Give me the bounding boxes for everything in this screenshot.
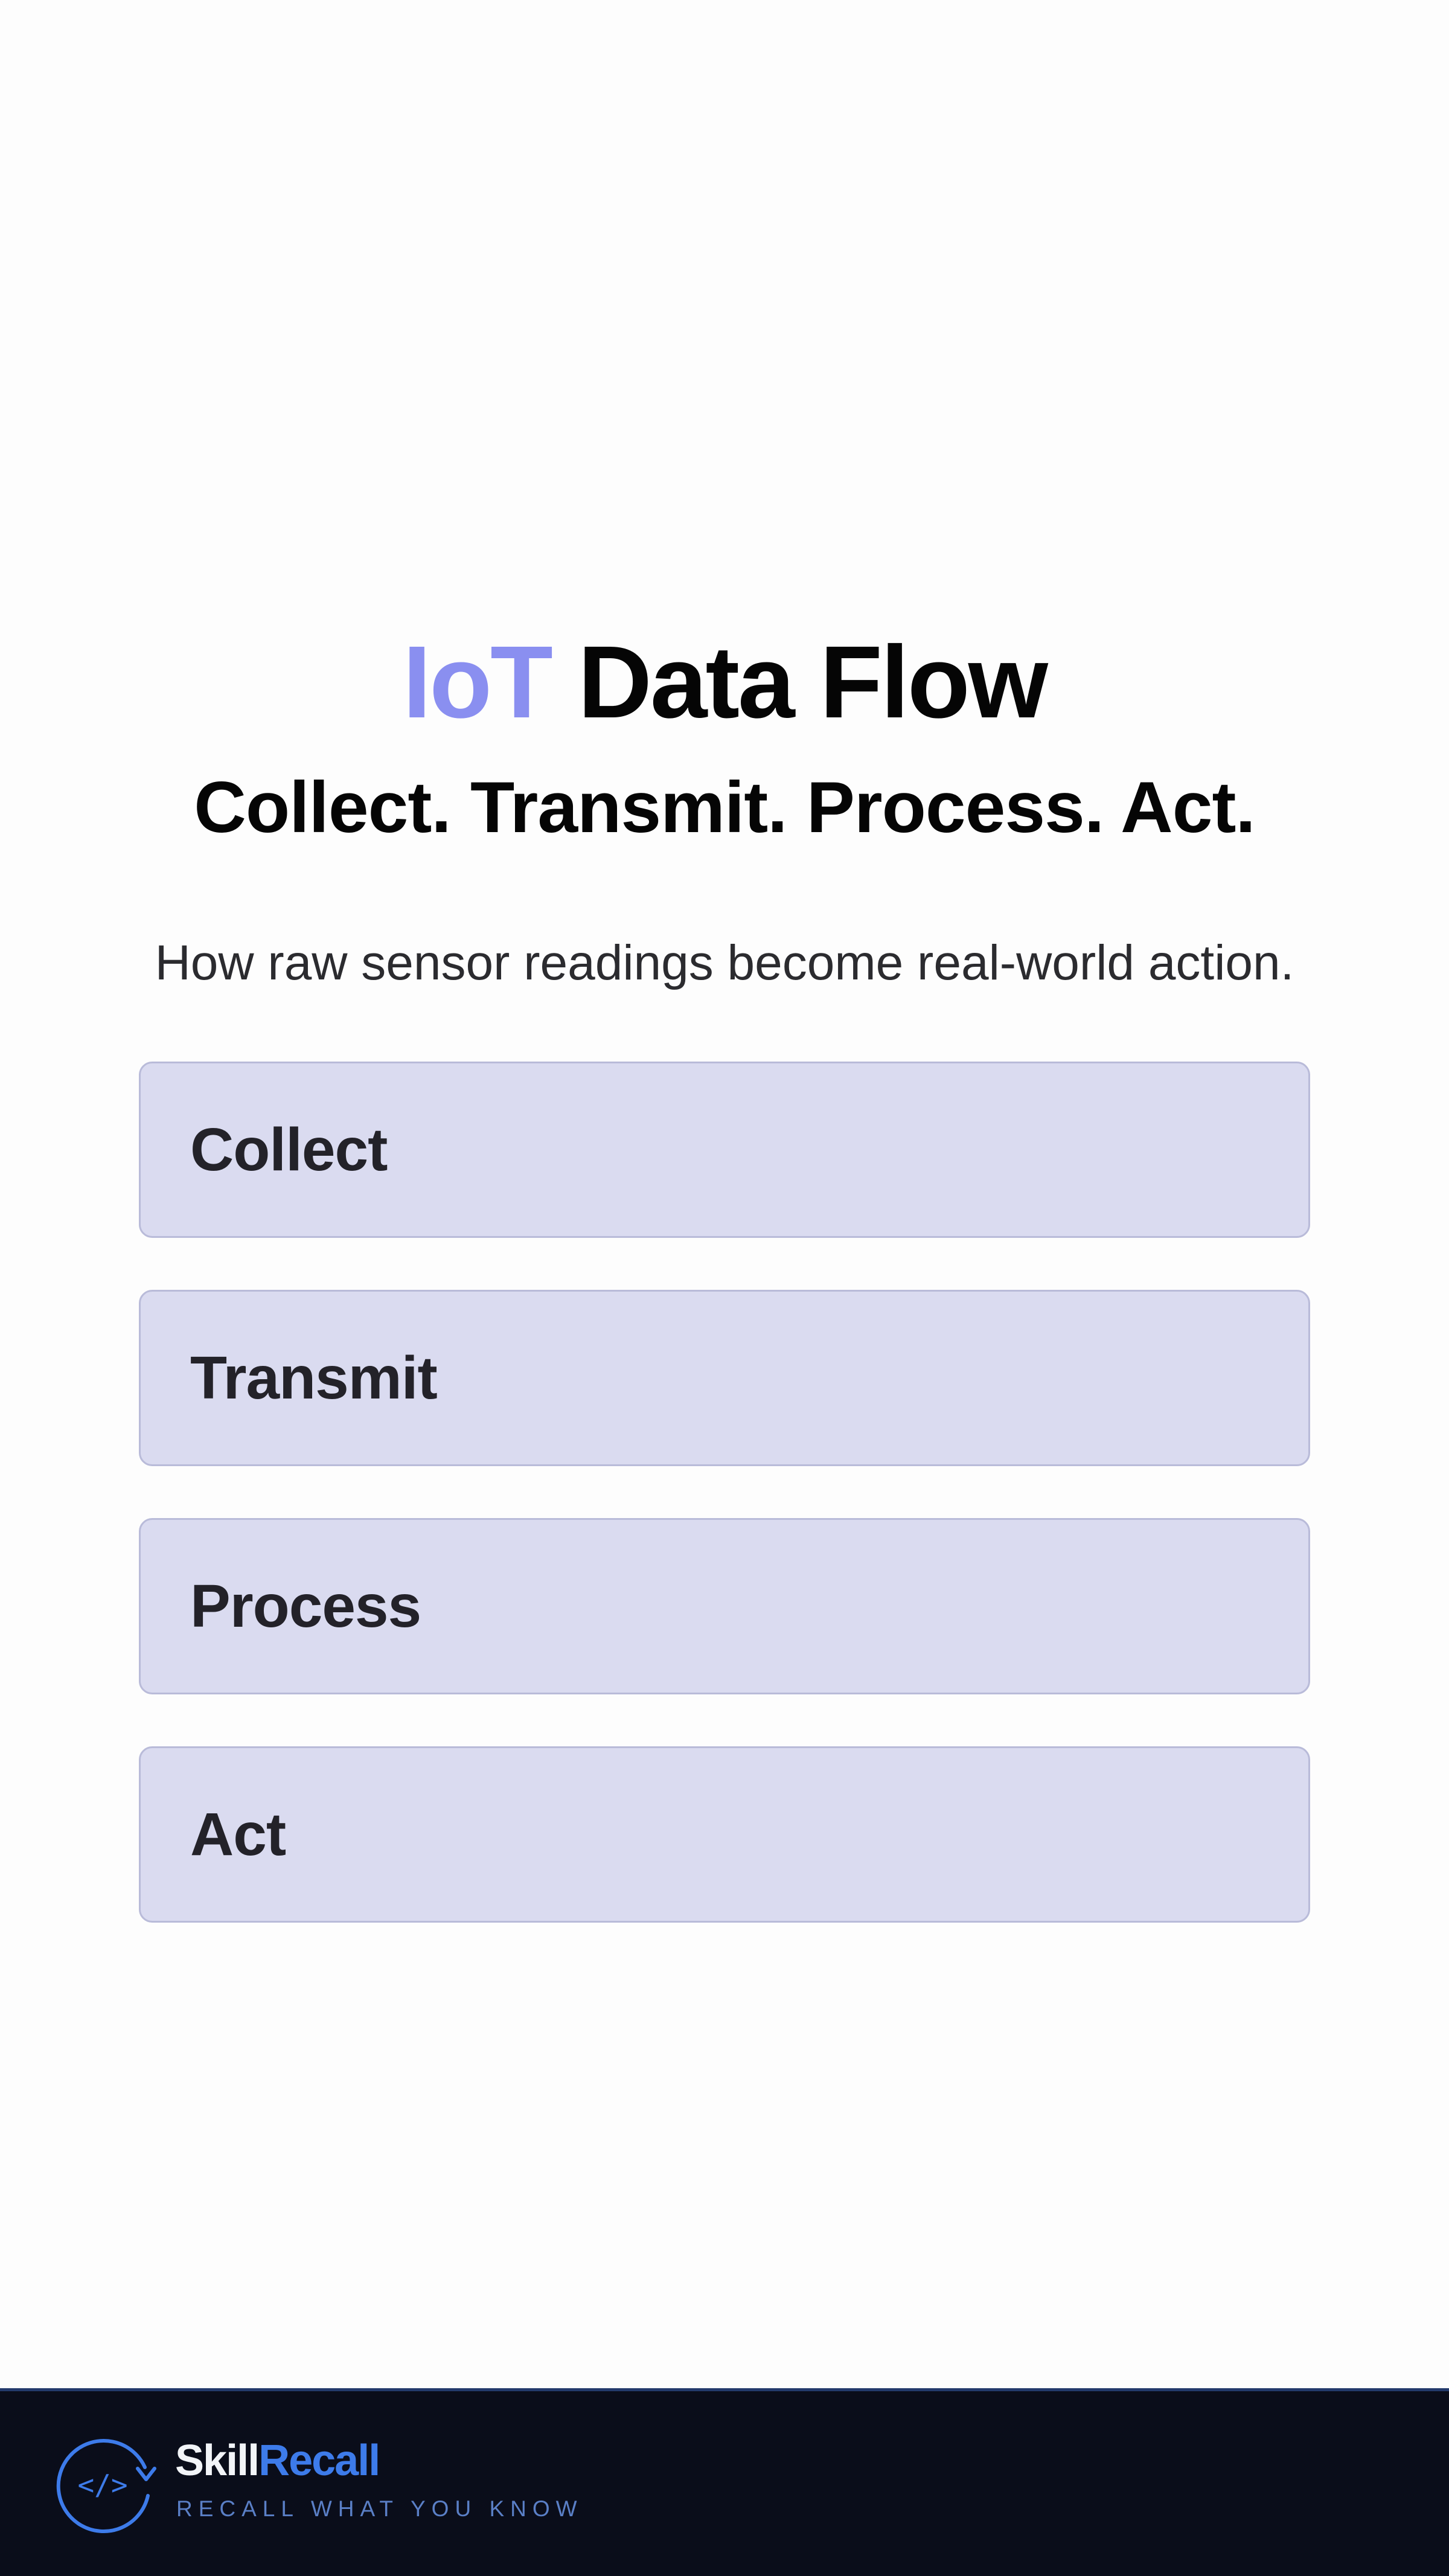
- step-label: Transmit: [190, 1344, 438, 1412]
- step-card-transmit[interactable]: Transmit: [139, 1290, 1310, 1466]
- footer-bar: </> SkillRecall RECALL WHAT YOU KNOW: [0, 2388, 1449, 2576]
- step-card-collect[interactable]: Collect: [139, 1062, 1310, 1238]
- title-rest: Data Flow: [578, 625, 1048, 740]
- steps-list: Collect Transmit Process Act: [139, 1062, 1310, 1975]
- step-card-act[interactable]: Act: [139, 1746, 1310, 1923]
- page-subtitle: Collect. Transmit. Process. Act.: [194, 767, 1256, 848]
- title-accent: IoT: [402, 625, 553, 740]
- brand-name: SkillRecall: [175, 2433, 380, 2488]
- logo-glyph: </>: [77, 2469, 127, 2501]
- step-label: Act: [190, 1800, 286, 1868]
- brand-tagline: RECALL WHAT YOU KNOW: [176, 2496, 583, 2521]
- code-brackets-cycle-icon: </>: [56, 2439, 156, 2534]
- page-title: IoT Data Flow: [0, 622, 1449, 743]
- step-label: Process: [190, 1572, 421, 1640]
- step-card-process[interactable]: Process: [139, 1518, 1310, 1694]
- brand-name-part2: Recall: [258, 2437, 380, 2485]
- brand-name-part1: Skill: [175, 2437, 260, 2485]
- main-content: IoT Data Flow Collect. Transmit. Process…: [0, 622, 1449, 1975]
- step-label: Collect: [190, 1115, 388, 1184]
- page-description: How raw sensor readings become real-worl…: [155, 935, 1294, 990]
